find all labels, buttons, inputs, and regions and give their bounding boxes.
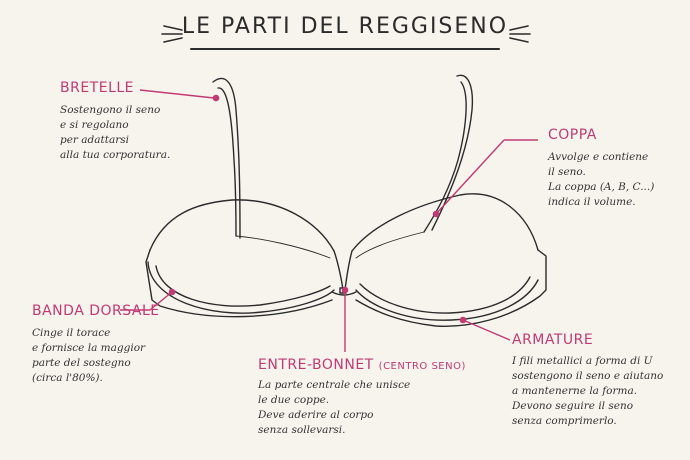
callout-lines	[120, 89, 538, 352]
desc-line: indica il volume.	[548, 196, 636, 208]
label-entre-bonnet: ENTRE-BONNET (CENTRO SENO)	[258, 357, 466, 373]
left-underwire	[147, 261, 335, 314]
left-strap	[212, 77, 241, 239]
desc-line: La parte centrale che unisce	[258, 379, 411, 391]
title-underline	[190, 48, 500, 50]
desc-line: e fornisce la maggior	[32, 342, 146, 354]
desc-line: alla tua corporatura.	[60, 149, 171, 161]
desc-line: il seno.	[548, 166, 586, 178]
callout-line-armature	[462, 319, 511, 341]
desc-line: a mantenerne la forma.	[512, 385, 638, 397]
desc-line: Avvolge e contiene	[548, 151, 649, 163]
desc-line: senza sollevarsi.	[258, 424, 346, 436]
right-underwire	[355, 279, 539, 321]
desc-line: e si regolano	[60, 119, 129, 131]
desc-line: parte del sostegno	[32, 357, 131, 369]
desc-line: per adattarsi	[60, 134, 129, 146]
label-coppa: COPPA	[548, 127, 597, 143]
label-entre-bonnet-sub: (CENTRO SENO)	[378, 361, 466, 372]
desc-line: Devono seguire il seno	[512, 400, 634, 412]
desc-entre-bonnet: La parte centrale che unisce le due copp…	[258, 378, 410, 438]
desc-armature: I fili metallici a forma di U sostengono…	[512, 354, 663, 429]
desc-line: Sostengono il seno	[60, 104, 161, 116]
callout-line-bretelle	[139, 89, 215, 99]
diagram-title: LE PARTI DEL REGGISENO	[181, 14, 509, 39]
desc-line: La coppa (A, B, C...)	[548, 181, 655, 193]
left-cup	[149, 199, 335, 252]
desc-line: senza comprimerlo.	[512, 415, 617, 427]
label-entre-bonnet-main: ENTRE-BONNET	[258, 357, 374, 373]
label-bretelle: BRETELLE	[60, 80, 135, 96]
right-strap	[431, 74, 474, 231]
desc-line: le due coppe.	[258, 394, 330, 406]
right-cup	[351, 193, 539, 252]
desc-line: Deve aderire al corpo	[258, 409, 374, 421]
label-armature: ARMATURE	[512, 332, 594, 348]
desc-banda-dorsale: Cinge il torace e fornisce la maggior pa…	[32, 326, 145, 386]
desc-line: I fili metallici a forma di U	[512, 355, 653, 367]
title-left-ticks-icon	[161, 25, 183, 43]
desc-coppa: Avvolge e contiene il seno. La coppa (A,…	[548, 150, 654, 210]
center-gore	[333, 250, 353, 291]
title-right-ticks-icon	[509, 25, 531, 43]
back-band	[145, 249, 333, 318]
desc-line: sostengono il seno e aiutano	[512, 370, 664, 382]
label-banda-dorsale: BANDA DORSALE	[32, 303, 160, 319]
callout-line-coppa	[435, 139, 505, 215]
desc-bretelle: Sostengono il seno e si regolano per ada…	[60, 103, 170, 163]
desc-line: (circa l'80%).	[32, 372, 103, 384]
desc-line: Cinge il torace	[32, 327, 111, 339]
